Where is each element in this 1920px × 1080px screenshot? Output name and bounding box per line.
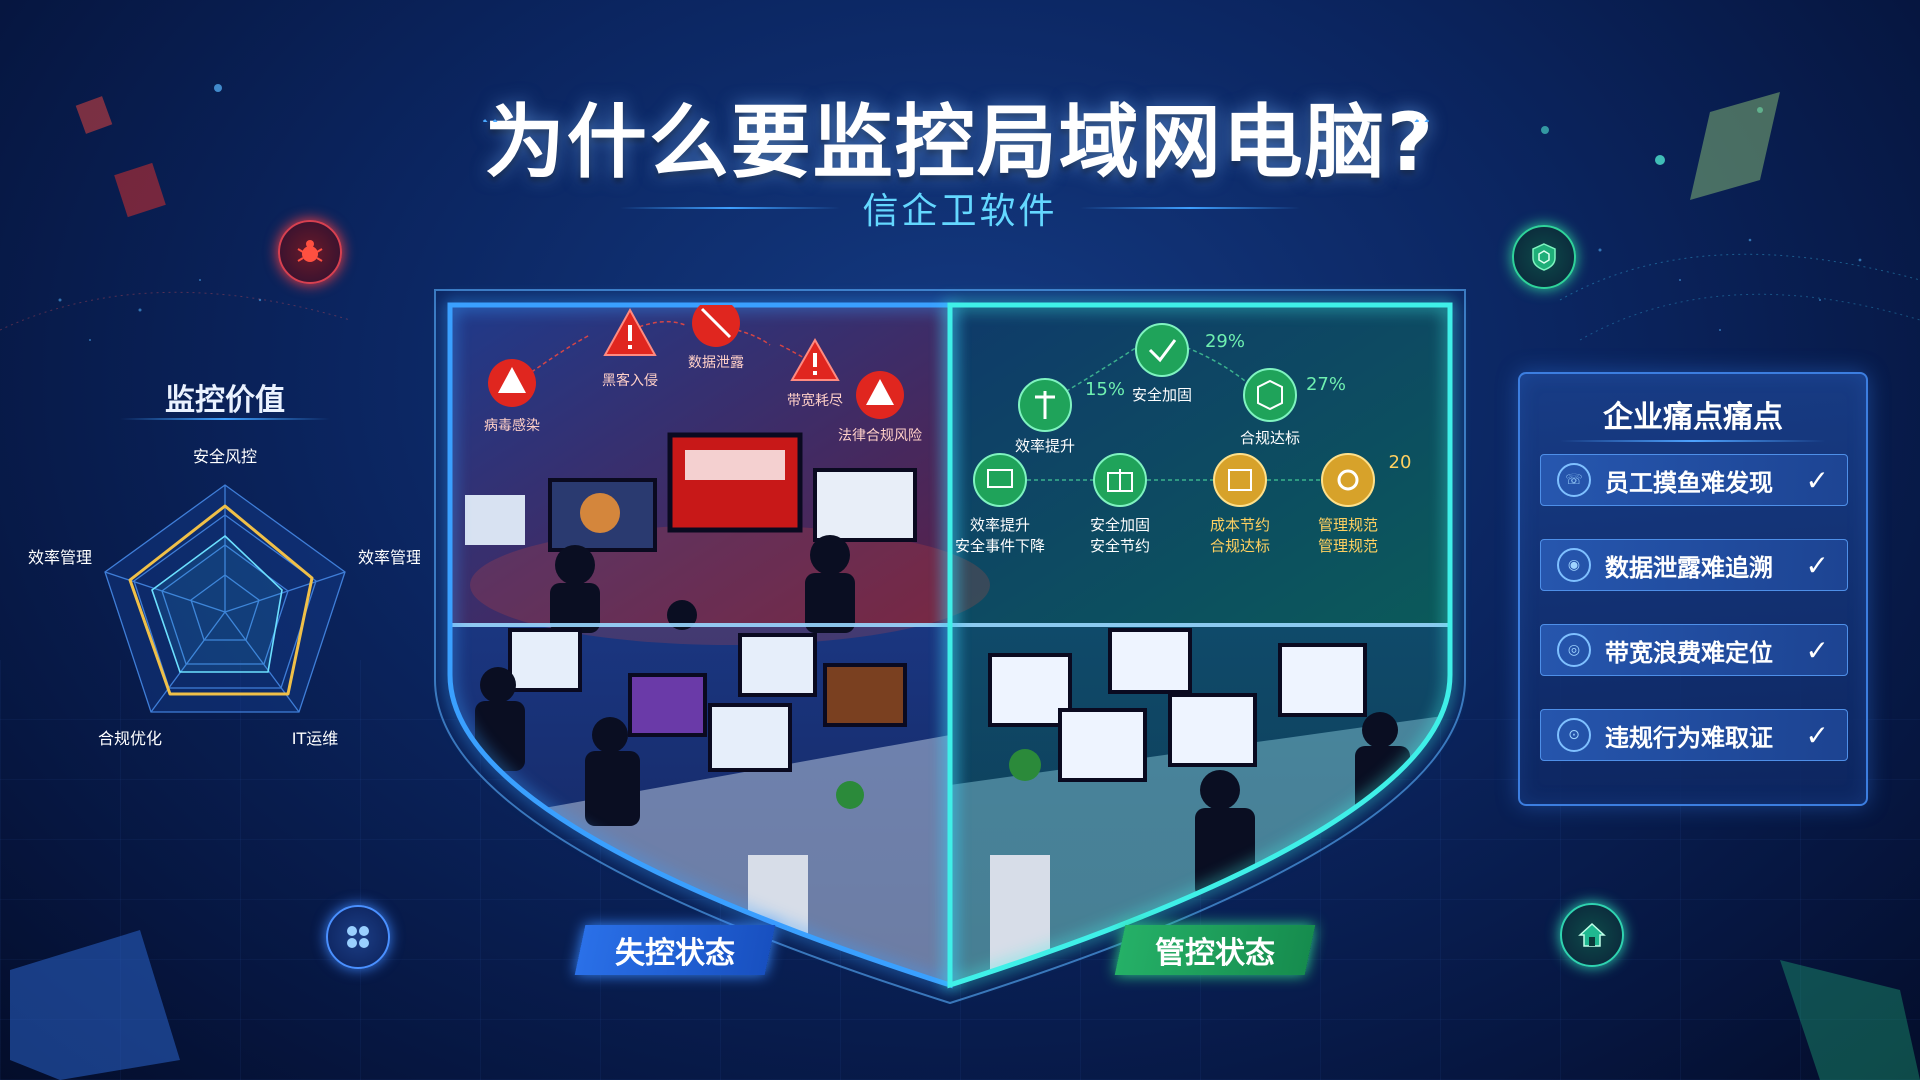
- pain-item-data-leak[interactable]: ◉ 数据泄露难追溯 ✓: [1540, 539, 1848, 591]
- eye-icon: ◉: [1557, 548, 1591, 582]
- radar-axis-label: 合规优化: [98, 729, 162, 748]
- benefit-label: 安全事件下降: [955, 537, 1045, 555]
- bandwidth-alert-icon: 带宽耗尽: [787, 337, 843, 409]
- pain-panel-title: 企业痛点痛点: [1603, 400, 1783, 435]
- radar-title-underline: [120, 418, 330, 420]
- bug-alert-icon: [278, 220, 342, 284]
- gift-box-icon: 安全加固 安全节约: [1090, 453, 1150, 555]
- benefit-label: 管理规范: [1318, 516, 1378, 534]
- risk-label: 病毒感染: [484, 417, 540, 434]
- pain-item-violation[interactable]: ⊙ 违规行为难取证 ✓: [1540, 709, 1848, 761]
- compliance-shield-icon: 合规达标 27%: [1240, 368, 1346, 447]
- pain-points-panel: 企业痛点痛点 ☏ 员工摸鱼难发现 ✓ ◉ 数据泄露难追溯 ✓ ◎ 带宽浪费难定位…: [1518, 372, 1868, 806]
- monitor-check-icon: 效率提升 安全事件下降: [955, 453, 1045, 555]
- radar-series-outer: [128, 504, 314, 696]
- radar-axis-label: IT运维: [292, 729, 339, 748]
- radar-axis-label: 效率管理: [358, 548, 420, 567]
- cost-saving-icon: 成本节约 合规达标: [1210, 453, 1270, 555]
- bandwidth-icon: ◎: [1557, 633, 1591, 667]
- subtitle: 信企卫软件: [862, 191, 1058, 232]
- benefit-value: 29%: [1205, 331, 1245, 352]
- uncontrolled-state-label: 失控状态: [574, 925, 776, 975]
- benefit-label: 安全加固: [1132, 386, 1192, 404]
- radar-chart: 安全风控 效率管理 IT运维 合规优化 效率管理: [28, 447, 420, 748]
- pain-item-label: 带宽浪费难定位: [1605, 638, 1773, 667]
- benefit-value: 20: [1389, 452, 1412, 473]
- pain-item-slacking[interactable]: ☏ 员工摸鱼难发现 ✓: [1540, 454, 1848, 506]
- benefit-label: 合规达标: [1210, 537, 1270, 555]
- virus-alert-icon: 病毒感染: [484, 359, 540, 434]
- risk-label: 法律合规风险: [838, 428, 922, 444]
- benefit-label: 合规达标: [1240, 429, 1300, 447]
- radar-title: 监控价值: [165, 383, 285, 418]
- check-icon: ✓: [1805, 633, 1829, 667]
- page-title: 为什么要监控局域网电脑?: [484, 96, 1436, 189]
- benefit-label: 效率提升: [1015, 437, 1075, 455]
- hacker-alert-icon: 黑客入侵: [602, 307, 658, 389]
- benefit-value: 27%: [1306, 374, 1346, 395]
- check-icon: ✓: [1805, 548, 1829, 582]
- pain-item-label: 员工摸鱼难发现: [1605, 468, 1773, 497]
- title-deco-right: [1414, 119, 1430, 122]
- risk-icons: 病毒感染 黑客入侵 数据泄露 带宽耗尽 法律合规风险: [484, 305, 922, 444]
- benefit-value: 15%: [1085, 379, 1125, 400]
- security-shield-icon: 安全加固 29%: [1132, 323, 1245, 404]
- chaos-office-scene: [465, 432, 990, 645]
- pain-item-bandwidth[interactable]: ◎ 带宽浪费难定位 ✓: [1540, 624, 1848, 676]
- radar-series-inner: [151, 534, 283, 673]
- benefit-label: 安全加固: [1090, 516, 1150, 534]
- pain-panel-divider: [1560, 440, 1826, 442]
- subtitle-line-right: [1080, 207, 1300, 209]
- radar-axis-label: 效率管理: [28, 548, 92, 567]
- data-leak-icon: 数据泄露: [688, 305, 744, 371]
- risk-label: 数据泄露: [688, 355, 744, 371]
- check-icon: ✓: [1805, 718, 1829, 752]
- phone-icon: ☏: [1557, 463, 1591, 497]
- gear-icon: 管理规范 管理规范 20: [1318, 452, 1411, 555]
- evidence-icon: ⊙: [1557, 718, 1591, 752]
- network-nodes-icon: [326, 905, 390, 969]
- benefit-icons: 效率提升 15% 安全加固 29% 合规达标 27% 效率提升 安全事件下降 安…: [955, 323, 1411, 555]
- title-deco-left: [482, 119, 498, 122]
- benefit-label: 安全节约: [1090, 537, 1150, 555]
- controlled-state-label: 管控状态: [1114, 925, 1316, 975]
- radar-axis-label: 安全风控: [193, 447, 257, 466]
- benefit-label: 效率提升: [970, 516, 1030, 534]
- radar-grid: [104, 484, 346, 713]
- pain-item-label: 违规行为难取证: [1605, 723, 1773, 752]
- pain-item-label: 数据泄露难追溯: [1605, 553, 1773, 582]
- risk-label: 带宽耗尽: [787, 392, 843, 409]
- benefit-label: 成本节约: [1210, 516, 1270, 534]
- subtitle-line-left: [620, 207, 840, 209]
- legal-alert-icon: 法律合规风险: [838, 371, 922, 444]
- check-icon: ✓: [1805, 463, 1829, 497]
- benefit-label: 管理规范: [1318, 537, 1378, 555]
- home-shield-icon: [1560, 903, 1624, 967]
- efficiency-shield-icon: 效率提升 15%: [1015, 378, 1125, 455]
- risk-label: 黑客入侵: [602, 372, 658, 389]
- shield-cube-icon: [1512, 225, 1576, 289]
